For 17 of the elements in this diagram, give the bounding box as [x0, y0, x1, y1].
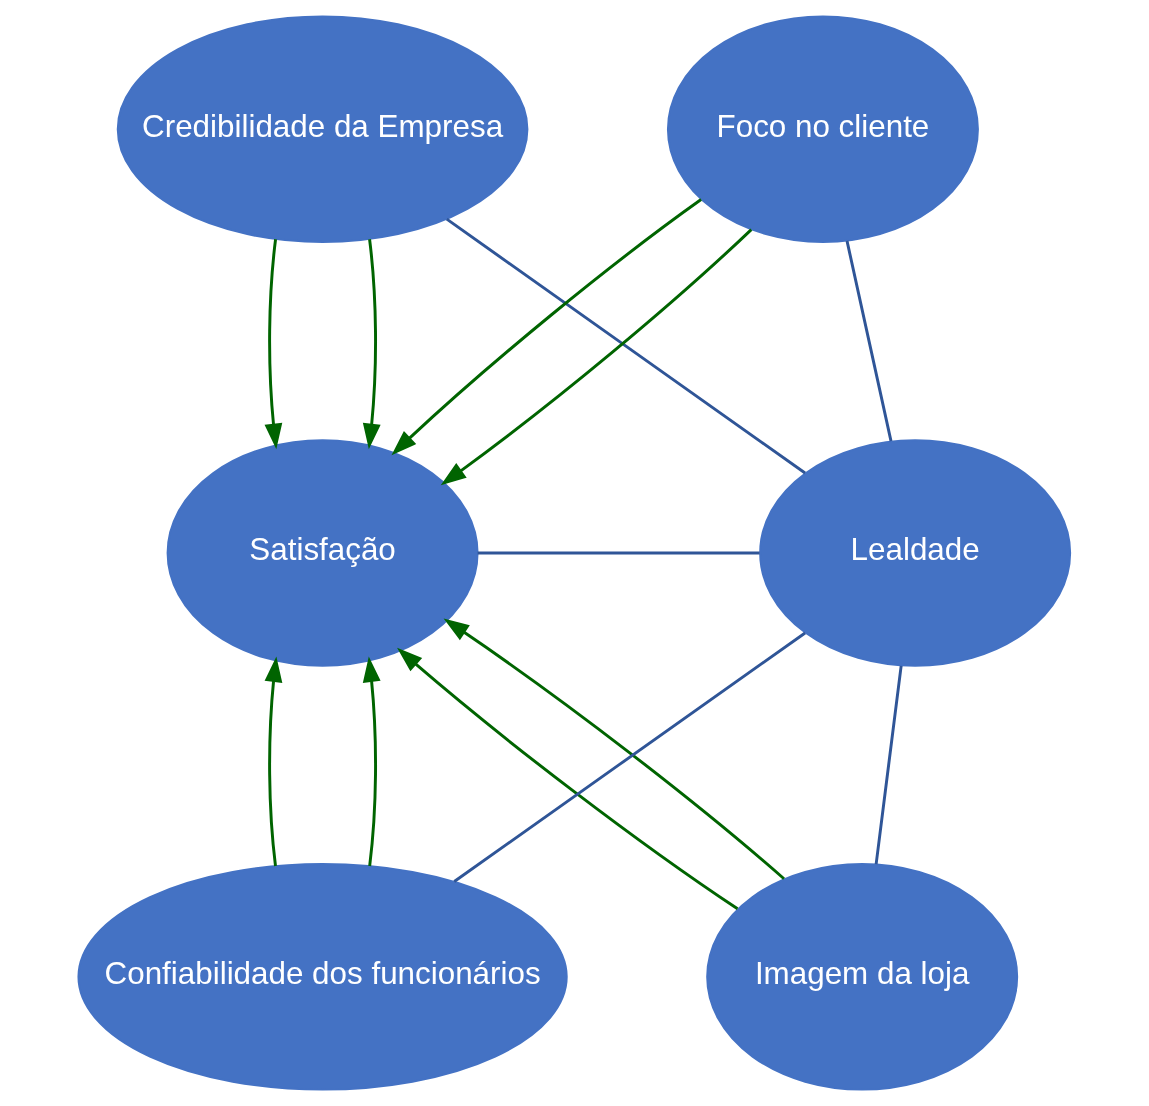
- node-ellipse: Credibilidade da Empresa: [116, 15, 529, 243]
- arrow: [440, 228, 753, 486]
- arrow: [391, 198, 702, 456]
- arrow: [264, 239, 283, 450]
- arrow: [362, 239, 381, 450]
- arrow: [397, 647, 739, 911]
- node-ellipse: Imagem da loja: [706, 863, 1019, 1091]
- connector: [874, 665, 903, 865]
- arrow: [362, 656, 381, 867]
- node-ellipse: Confiabilidade dos funcionários: [77, 863, 568, 1091]
- connector: [477, 551, 760, 555]
- arrow: [264, 656, 283, 867]
- node-ellipse: Lealdade: [759, 439, 1072, 667]
- connector: [845, 240, 893, 442]
- node-ellipse: Satisfação: [166, 439, 479, 667]
- node-ellipse: Foco no cliente: [666, 15, 979, 243]
- connector: [445, 217, 806, 475]
